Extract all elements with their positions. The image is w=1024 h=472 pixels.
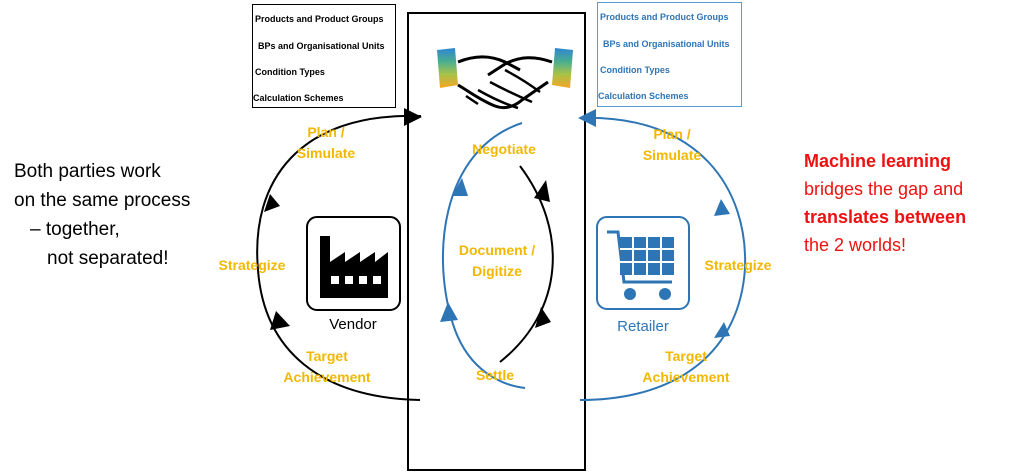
right-note-emphasis: Machine learning	[804, 151, 952, 171]
vendor-master-data-box: Products and Product Groups BPs and Orga…	[252, 4, 396, 108]
stage-left-plan-simulate: Plan / Simulate	[296, 124, 356, 161]
right-note-emphasis: translates between	[804, 207, 967, 227]
vendor-cycle-left	[256, 114, 422, 401]
retailer-box-item: Products and Product Groups	[600, 12, 729, 22]
factory-icon	[306, 216, 401, 311]
left-note-line: not separated!	[47, 248, 169, 269]
vendor-arrow-left-lower	[270, 311, 290, 330]
vendor-box-item: Products and Product Groups	[255, 14, 384, 24]
right-note: Machine learning bridges the gap and tra…	[804, 147, 1019, 259]
stage-left-target-achievement: Target Achievement	[283, 348, 371, 385]
right-note-line: the 2 worlds!	[804, 235, 907, 255]
vendor-box-item: Condition Types	[255, 67, 325, 77]
vendor-arrow-right-upper	[534, 180, 550, 202]
handshake-icon	[437, 48, 573, 110]
vendor-arrow-left-upper	[264, 194, 280, 212]
center-frame	[407, 12, 586, 471]
stage-right-strategize: Strategize	[704, 257, 772, 273]
retailer-arrow-left-lower	[440, 302, 458, 322]
stage-left-strategize: Strategize	[218, 257, 286, 273]
stage-negotiate: Negotiate	[472, 141, 536, 157]
stage-settle: Settle	[475, 367, 515, 383]
retailer-box-item: Calculation Schemes	[598, 91, 689, 101]
retailer-arrow-left-upper	[452, 178, 468, 196]
retailer-master-data-box: Products and Product Groups BPs and Orga…	[597, 2, 742, 107]
retailer-cycle-right	[579, 116, 747, 401]
left-note-line: on the same process	[14, 190, 191, 211]
vendor-box-item: Calculation Schemes	[253, 93, 344, 103]
right-note-line: bridges the gap and	[804, 179, 964, 199]
stage-right-plan-simulate: Plan / Simulate	[642, 126, 702, 163]
left-note: Both parties work on the same process – …	[14, 157, 234, 273]
retailer-arrow-top	[578, 109, 596, 127]
retailer-box-item: Condition Types	[600, 65, 670, 75]
retailer-label: Retailer	[617, 318, 669, 335]
vendor-arrow-top	[404, 108, 422, 126]
retailer-arrow-right-lower	[714, 322, 730, 338]
shopping-cart-icon	[596, 216, 690, 310]
vendor-arrow-right-lower	[535, 307, 551, 328]
vendor-box-item: BPs and Organisational Units	[258, 41, 385, 51]
vendor-label: Vendor	[329, 316, 377, 333]
left-note-line: – together,	[30, 219, 120, 240]
retailer-arrow-right-upper	[714, 199, 730, 216]
retailer-box-item: BPs and Organisational Units	[603, 39, 730, 49]
stage-right-target-achievement: Target Achievement	[642, 348, 730, 385]
left-note-line: Both parties work	[14, 161, 161, 182]
stage-document-digitize: Document / Digitize	[458, 242, 536, 279]
vendor-cycle-right	[499, 165, 554, 363]
